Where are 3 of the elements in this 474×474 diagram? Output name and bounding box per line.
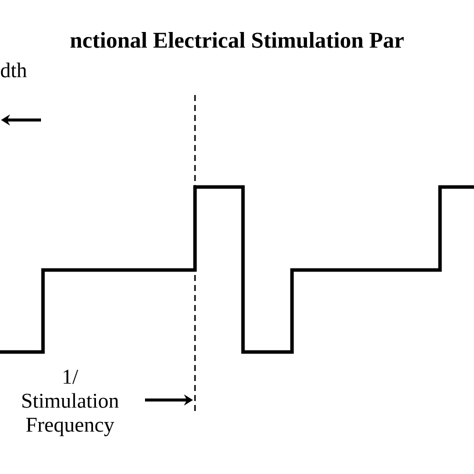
annotation-text: dth <box>0 62 27 78</box>
title: nctional Electrical Stimulation Par <box>70 32 404 48</box>
annotation-text: 1/ Stimulation Frequency <box>22 370 119 436</box>
